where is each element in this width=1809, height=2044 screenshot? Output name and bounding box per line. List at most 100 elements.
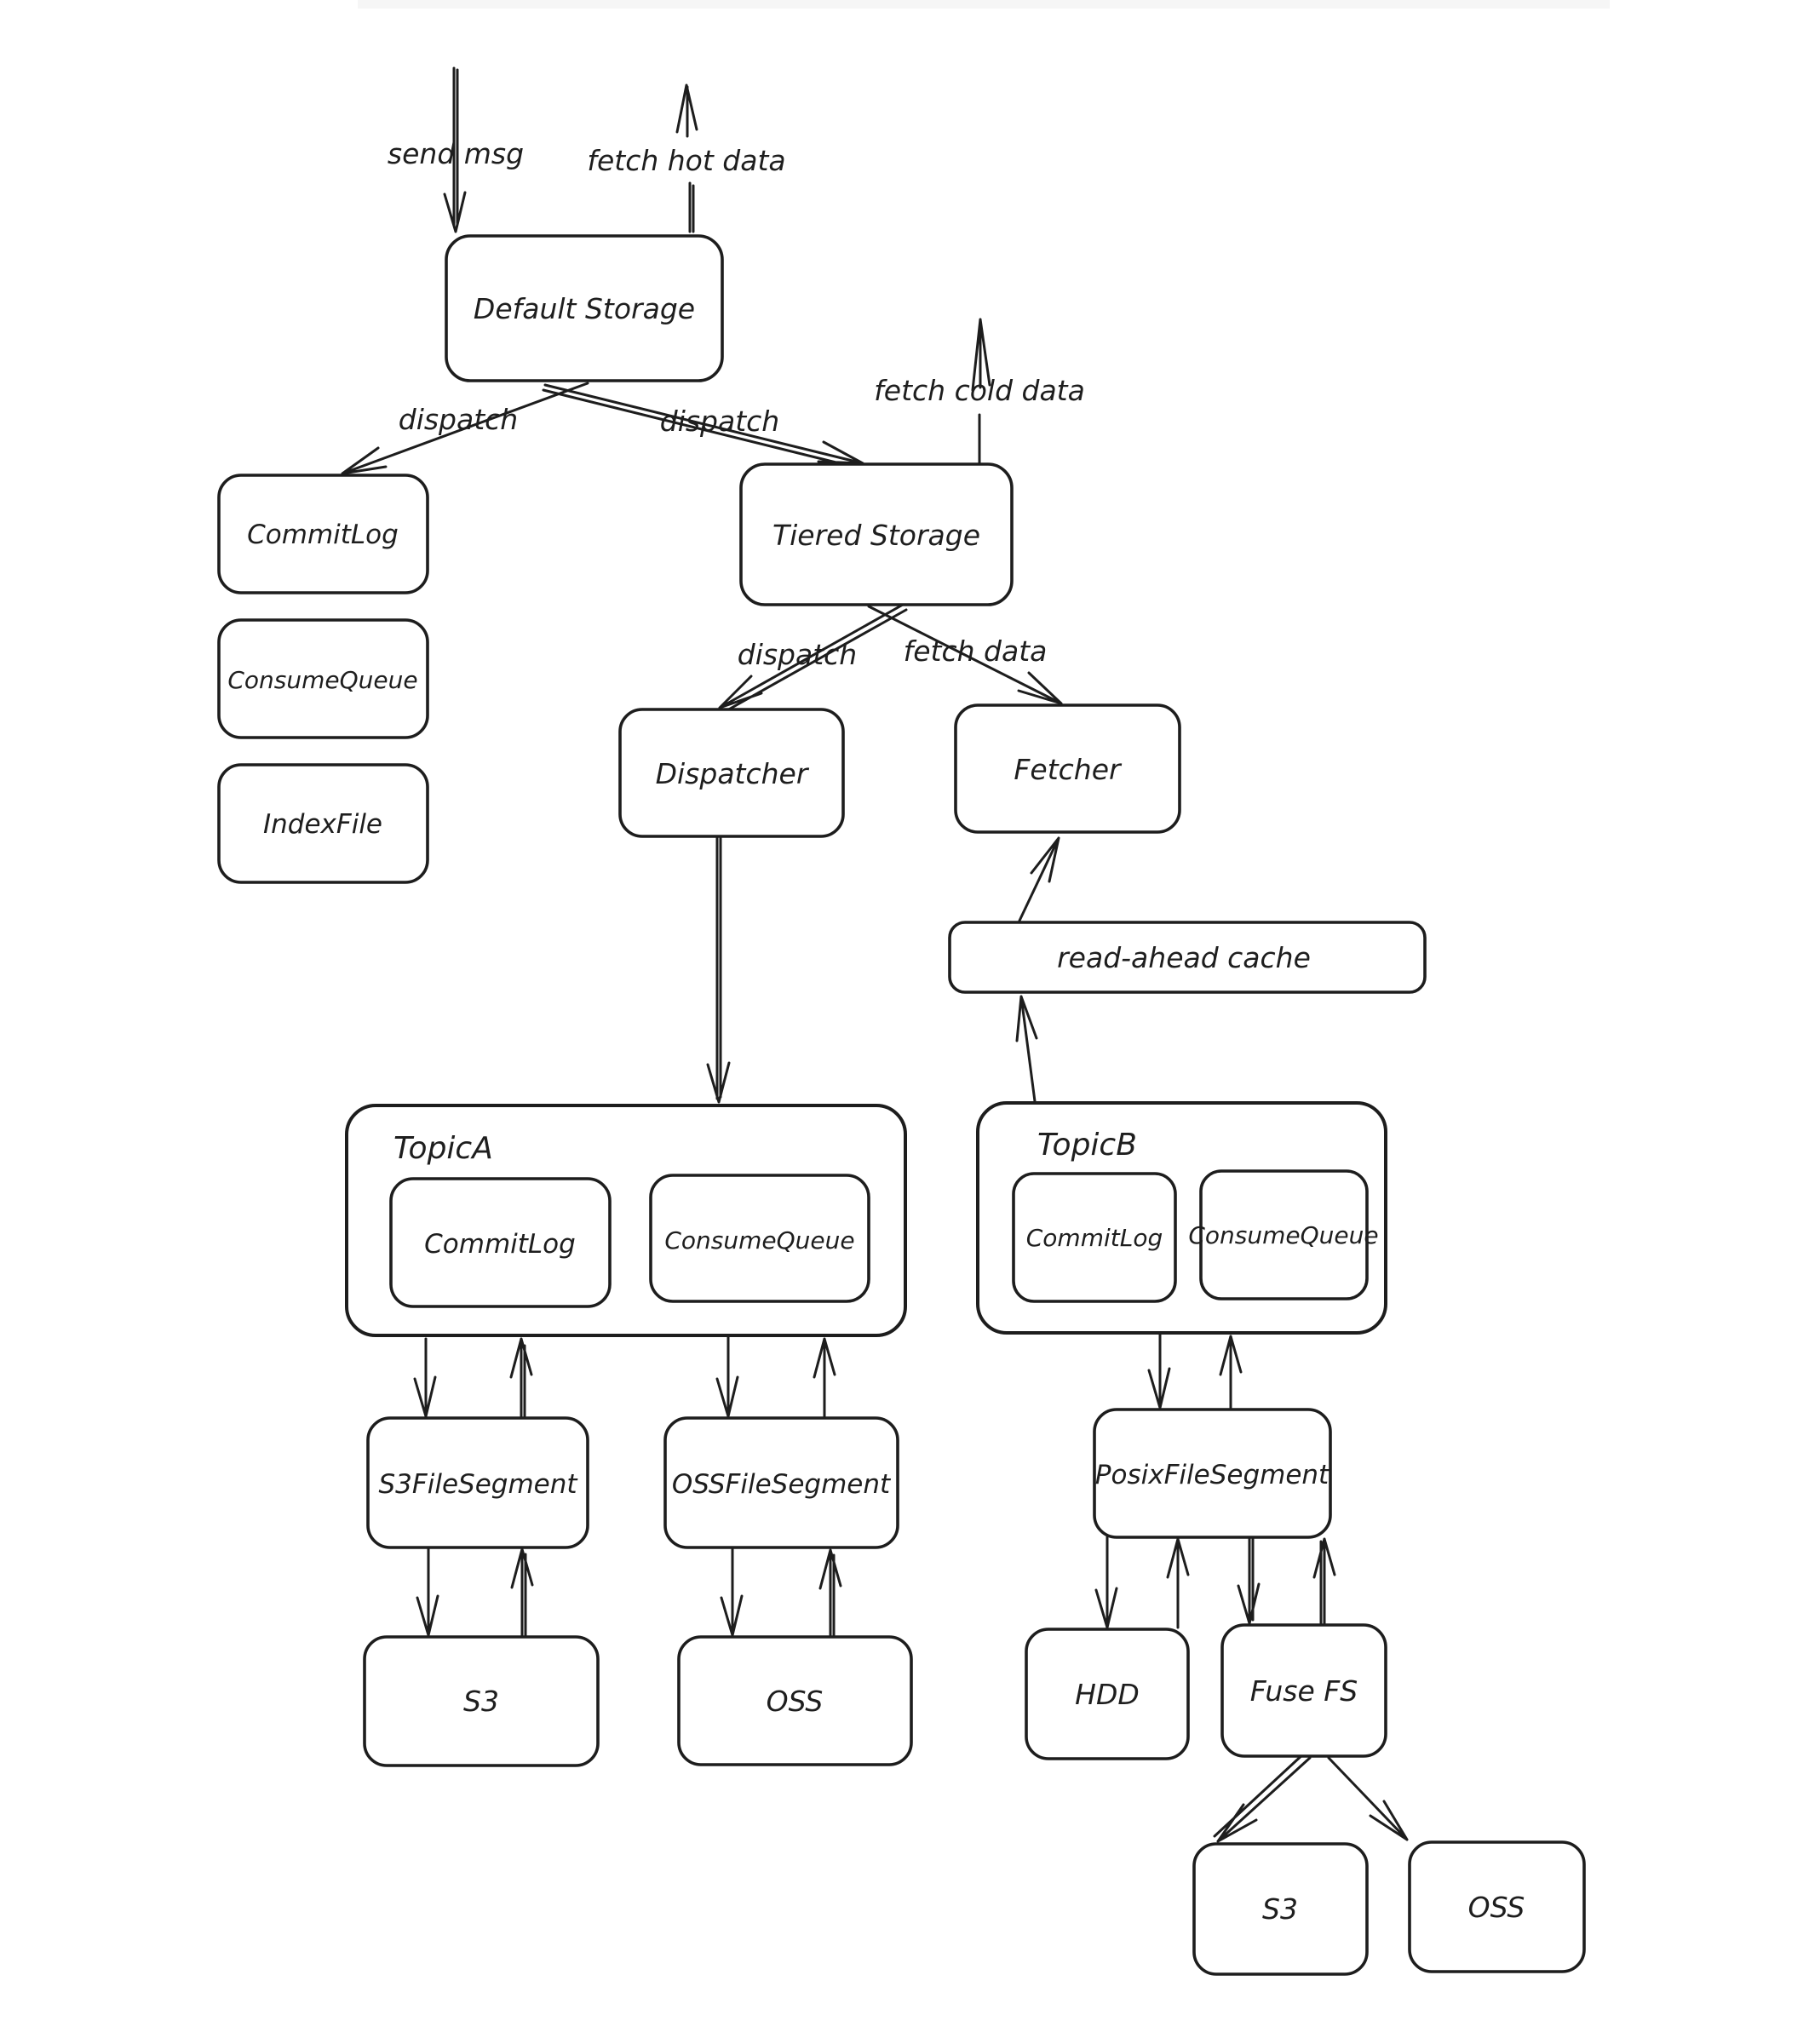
- arrow-fetch-cold-data: [971, 318, 991, 467]
- node-topic-a-label: TopicA: [393, 1131, 493, 1166]
- node-indexfile-left-label: IndexFile: [263, 809, 382, 840]
- node-topic-a-commitlog-label: CommitLog: [424, 1229, 576, 1260]
- node-oss-left-label: OSS: [767, 1685, 824, 1718]
- edge-label-dispatch-right: dispatch: [660, 405, 779, 438]
- edge-label-fetch-hot-data: fetch hot data: [587, 144, 785, 177]
- node-topic-b-commitlog-box: [1012, 1172, 1177, 1303]
- arrow-posixseg-to-fusefs: [1237, 1536, 1261, 1625]
- arrow-send-msg: [443, 66, 467, 233]
- node-indexfile-left: IndexFile: [217, 763, 429, 884]
- node-topic-b-consumequeue: ConsumeQueue: [1188, 1169, 1379, 1300]
- node-hdd-label: HDD: [1075, 1678, 1140, 1711]
- node-tiered-storage-label: Tiered Storage: [772, 519, 980, 552]
- node-dispatcher-label: Dispatcher: [656, 757, 810, 790]
- arrow-dispatch-right: [542, 383, 864, 470]
- node-posix-file-segment-label: PosixFileSegment: [1095, 1460, 1330, 1490]
- node-commitlog-left-label: CommitLog: [247, 520, 399, 550]
- node-tiered-storage-box: [739, 462, 1014, 606]
- node-fetcher-label: Fetcher: [1014, 753, 1123, 786]
- node-fetcher: Fetcher: [954, 703, 1181, 834]
- node-s3-bottom-box: [1192, 1842, 1369, 1976]
- arrow-ossseg-to-oss: [720, 1547, 744, 1637]
- arrow-topic-b-to-cache: [1015, 995, 1038, 1103]
- arrow-posixseg-to-hdd: [1094, 1536, 1118, 1629]
- node-s3-file-segment-label: S3FileSegment: [378, 1469, 578, 1500]
- node-s3-bottom-label: S3: [1262, 1892, 1298, 1926]
- node-s3-file-segment: S3FileSegment: [366, 1416, 589, 1549]
- arrow-fetch-data: [867, 605, 1063, 705]
- node-s3-left-label: S3: [463, 1685, 499, 1718]
- node-read-ahead-cache: read-ahead cache: [948, 921, 1427, 994]
- node-consumequeue-left: ConsumeQueue: [217, 618, 429, 739]
- arrow-s3-to-s3seg: [510, 1547, 534, 1637]
- top-strip: [358, 0, 1610, 9]
- arrow-hdd-to-posixseg: [1166, 1537, 1190, 1629]
- edge-label-fetch-data: fetch data: [904, 634, 1048, 668]
- node-topic-a-consumequeue-box: [649, 1174, 870, 1303]
- node-oss-file-segment-box: [663, 1416, 899, 1549]
- node-topic-b: TopicB CommitLog ConsumeQueue: [976, 1101, 1387, 1335]
- node-oss-bottom: OSS: [1408, 1840, 1586, 1973]
- arrow-fusefs-to-posixseg: [1312, 1537, 1336, 1625]
- node-s3-left-box: [363, 1635, 600, 1767]
- node-topic-b-label: TopicB: [1037, 1128, 1137, 1163]
- node-s3-bottom: S3: [1192, 1842, 1369, 1976]
- node-default-storage: Default Storage: [445, 234, 724, 382]
- arrow-oss-to-ossseg: [818, 1548, 842, 1637]
- node-topic-a-consumequeue-label: ConsumeQueue: [664, 1226, 854, 1255]
- arrow-dispatch-tiered: [718, 603, 908, 713]
- arrow-cache-to-fetcher: [1018, 836, 1060, 922]
- node-topic-a-consumequeue: ConsumeQueue: [649, 1174, 870, 1303]
- arrow-topic-a-to-s3seg: [413, 1337, 437, 1418]
- node-posix-file-segment-box: [1093, 1408, 1332, 1539]
- node-oss-left-box: [677, 1635, 913, 1766]
- edge-label-fetch-cold-data: fetch cold data: [874, 374, 1085, 407]
- node-oss-bottom-box: [1408, 1840, 1586, 1973]
- node-indexfile-left-box: [217, 763, 429, 884]
- node-read-ahead-cache-label: read-ahead cache: [1057, 941, 1311, 974]
- node-hdd: HDD: [1025, 1628, 1190, 1760]
- node-default-storage-label: Default Storage: [474, 292, 695, 325]
- arrow-fusefs-to-oss: [1327, 1756, 1409, 1841]
- edge-labels: send msg fetch hot data dispatch dispatc…: [388, 137, 1085, 671]
- node-topic-a-commitlog: CommitLog: [389, 1177, 612, 1308]
- node-read-ahead-cache-box: [948, 921, 1427, 994]
- node-commitlog-left: CommitLog: [217, 474, 429, 594]
- arrow-s3seg-to-s3: [416, 1546, 439, 1637]
- node-posix-file-segment: PosixFileSegment: [1093, 1408, 1332, 1539]
- arrow-s3seg-to-topic-a: [509, 1337, 533, 1418]
- arrow-dispatch-left: [341, 382, 589, 475]
- node-fuse-fs: Fuse FS: [1220, 1623, 1387, 1758]
- arrow-topic-b-to-posixseg: [1147, 1333, 1171, 1410]
- arrow-fetch-hot-data: [675, 83, 698, 233]
- node-fetcher-box: [954, 703, 1181, 834]
- node-fuse-fs-box: [1220, 1623, 1387, 1758]
- node-oss-file-segment-label: OSSFileSegment: [672, 1469, 892, 1500]
- node-hdd-box: [1025, 1628, 1190, 1760]
- arrow-dispatcher-to-topic-a: [706, 836, 731, 1104]
- node-s3-left: S3: [363, 1635, 600, 1767]
- arrow-fusefs-to-s3: [1213, 1751, 1312, 1843]
- arrows: [341, 66, 1409, 1843]
- node-dispatcher: Dispatcher: [618, 708, 845, 838]
- arrow-ossseg-to-topic-a: [813, 1337, 836, 1418]
- node-oss-file-segment: OSSFileSegment: [663, 1416, 899, 1549]
- node-fuse-fs-label: Fuse FS: [1250, 1674, 1358, 1708]
- node-topic-b-consumequeue-box: [1199, 1169, 1369, 1300]
- node-tiered-storage: Tiered Storage: [739, 462, 1014, 606]
- node-oss-bottom-label: OSS: [1468, 1891, 1525, 1924]
- edge-label-dispatch-left: dispatch: [399, 403, 518, 436]
- node-topic-b-commitlog: CommitLog: [1012, 1172, 1177, 1303]
- arrow-topic-a-to-ossseg: [715, 1335, 739, 1418]
- edge-label-dispatch-tiered: dispatch: [738, 638, 857, 671]
- node-consumequeue-left-label: ConsumeQueue: [227, 666, 417, 694]
- node-topic-b-consumequeue-label: ConsumeQueue: [1188, 1221, 1378, 1249]
- node-topic-b-commitlog-label: CommitLog: [1026, 1224, 1163, 1252]
- node-topic-a: TopicA CommitLog ConsumeQueue: [345, 1104, 907, 1337]
- node-topic-a-commitlog-box: [389, 1177, 612, 1308]
- node-dispatcher-box: [618, 708, 845, 838]
- node-s3-file-segment-box: [366, 1416, 589, 1549]
- nodes: Default Storage CommitLog ConsumeQueue I…: [217, 234, 1586, 1976]
